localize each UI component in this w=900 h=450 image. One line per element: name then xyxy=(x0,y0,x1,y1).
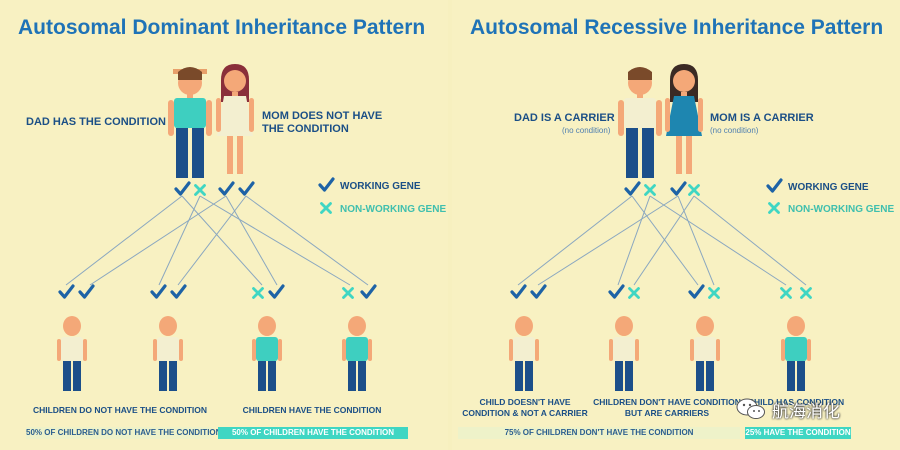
cross-icon xyxy=(688,184,700,196)
recessive-mom-figure xyxy=(665,64,703,174)
dominant-inheritance-lines xyxy=(65,195,369,286)
legend-check-icon xyxy=(766,178,783,193)
recessive-title: Autosomal Recessive Inheritance Pattern xyxy=(470,16,884,39)
cross-icon xyxy=(800,287,812,299)
recessive-caption-3: CHILD HAS CONDITION xyxy=(747,397,845,407)
cross-icon xyxy=(780,287,792,299)
recessive-bar-no-condition: 75% OF CHILDREN DON'T HAVE THE CONDITION xyxy=(458,427,740,439)
dominant-child-2 xyxy=(153,316,183,391)
dominant-mom-label-line2: THE CONDITION xyxy=(262,123,349,135)
recessive-mom-sub: (no condition) xyxy=(710,126,759,135)
check-icon xyxy=(624,181,641,196)
recessive-legend-working: WORKING GENE xyxy=(788,182,869,193)
recessive-legend-nonworking: NON-WORKING GENE xyxy=(788,204,895,215)
recessive-child-1 xyxy=(509,316,539,391)
legend-cross-icon xyxy=(320,202,332,214)
recessive-caption-1-line1: CHILD DOESN'T HAVE xyxy=(479,397,571,407)
recessive-child-2 xyxy=(609,316,639,391)
cross-icon xyxy=(708,287,720,299)
dominant-legend-nonworking: NON-WORKING GENE xyxy=(340,204,447,215)
check-icon xyxy=(170,284,187,299)
check-icon xyxy=(510,284,527,299)
wechat-icon xyxy=(736,398,765,419)
check-icon xyxy=(360,284,377,299)
cross-icon xyxy=(252,287,264,299)
legend-check-icon xyxy=(318,177,335,192)
cross-icon xyxy=(342,287,354,299)
check-icon xyxy=(688,284,705,299)
cross-icon xyxy=(628,287,640,299)
dominant-child-4 xyxy=(342,316,372,391)
dominant-child-1 xyxy=(57,316,87,391)
dominant-legend-working: WORKING GENE xyxy=(340,181,421,192)
dominant-caption-no-condition: CHILDREN DO NOT HAVE THE CONDITION xyxy=(32,405,208,415)
dominant-mom-label-line1: MOM DOES NOT HAVE xyxy=(262,110,383,122)
dominant-dad-figure xyxy=(168,67,212,178)
check-icon xyxy=(268,284,285,299)
recessive-child-3 xyxy=(690,316,720,391)
check-icon xyxy=(238,181,255,196)
recessive-bar-condition: 25% HAVE THE CONDITION xyxy=(745,427,851,439)
dominant-bar-condition: 50% OF CHILDREN HAVE THE CONDITION xyxy=(218,427,408,439)
check-icon xyxy=(608,284,625,299)
dominant-caption-condition: CHILDREN HAVE THE CONDITION xyxy=(242,405,382,415)
check-icon xyxy=(78,284,95,299)
check-icon xyxy=(670,181,687,196)
recessive-caption-2-line2: BUT ARE CARRIERS xyxy=(624,408,710,418)
check-icon xyxy=(58,284,75,299)
recessive-caption-2-line1: CHILDREN DON'T HAVE CONDITION xyxy=(593,397,741,407)
watermark: 航海消化 xyxy=(736,395,886,423)
recessive-dad-sub: (no condition) xyxy=(562,126,611,135)
dominant-dad-label: DAD HAS THE CONDITION xyxy=(26,116,166,128)
check-icon xyxy=(174,181,191,196)
check-icon xyxy=(530,284,547,299)
recessive-dad-figure xyxy=(618,67,662,178)
recessive-caption-1-line2: CONDITION & NOT A CARRIER xyxy=(462,408,588,418)
check-icon xyxy=(218,181,235,196)
dominant-title: Autosomal Dominant Inheritance Pattern xyxy=(18,16,426,39)
dominant-mom-figure xyxy=(216,64,254,174)
cross-icon xyxy=(194,184,206,196)
dominant-child-3 xyxy=(252,316,282,391)
recessive-child-4 xyxy=(781,316,811,391)
recessive-mom-label: MOM IS A CARRIER xyxy=(710,112,814,124)
recessive-dad-label: DAD IS A CARRIER xyxy=(514,112,615,124)
cross-icon xyxy=(644,184,656,196)
check-icon xyxy=(150,284,167,299)
watermark-text: 航海消化 xyxy=(772,401,840,422)
legend-cross-icon xyxy=(768,202,780,214)
dominant-bar-no-condition: 50% OF CHILDREN DO NOT HAVE THE CONDITIO… xyxy=(26,427,222,439)
recessive-inheritance-lines xyxy=(517,195,807,286)
